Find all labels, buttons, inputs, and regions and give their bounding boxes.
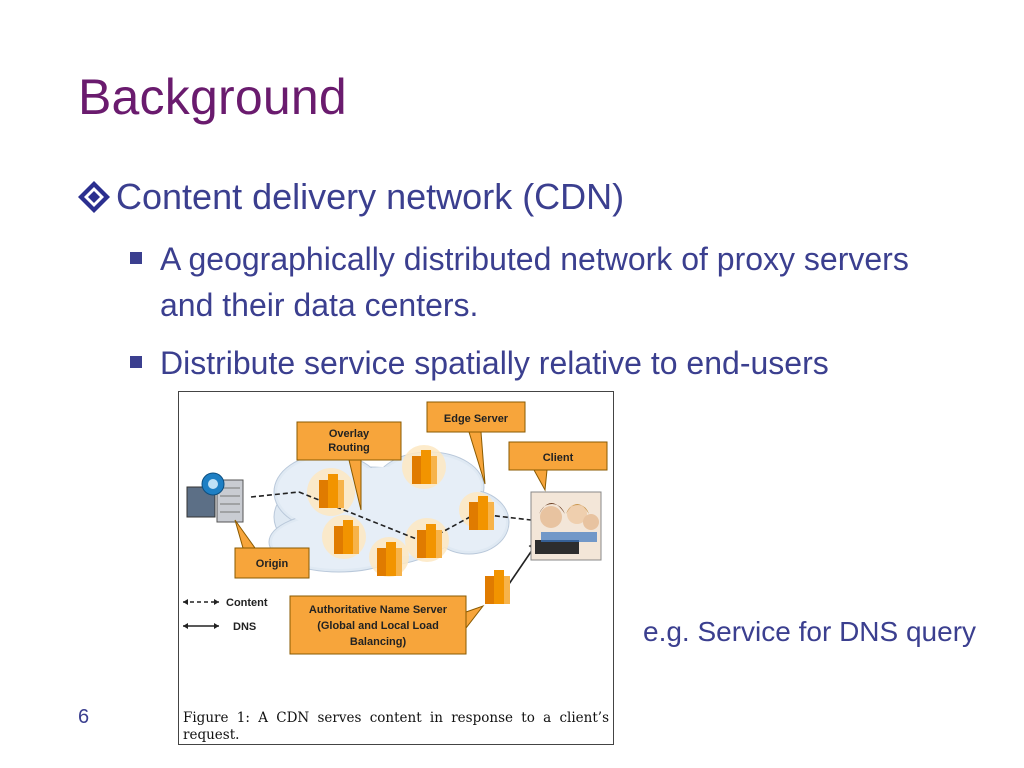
square-bullet-icon: [130, 356, 142, 368]
callout-authoritative-name-server: Authoritative Name Server (Global and Lo…: [289, 595, 485, 655]
bullet-level2-1: A geographically distributed network of …: [130, 236, 920, 328]
legend-dns-label: DNS: [233, 621, 256, 633]
callout-text: Client: [543, 452, 574, 464]
bullet-level1-text: Content delivery network (CDN): [116, 176, 625, 217]
diamond-bullet-icon: [76, 179, 112, 215]
bullet-level1: Content delivery network (CDN): [76, 176, 624, 218]
callout-text: Authoritative Name Server: [309, 604, 448, 616]
callout-text: Balancing): [350, 636, 407, 648]
cdn-figure: Overlay Routing Edge Server Client Origi…: [178, 391, 614, 745]
origin-server-icon: [186, 472, 244, 523]
bullet-level2-2: Distribute service spatially relative to…: [130, 340, 950, 386]
callout-text: Overlay: [329, 428, 370, 440]
callout-text: (Global and Local Load: [317, 620, 439, 632]
callout-text: Edge Server: [444, 413, 509, 425]
bullet-level2-text: A geographically distributed network of …: [160, 241, 909, 323]
callout-text: Origin: [256, 558, 289, 570]
edge-servers: [319, 450, 510, 604]
slide-title: Background: [78, 69, 347, 125]
example-note: e.g. Service for DNS query: [643, 616, 977, 647]
callout-origin: Origin: [234, 519, 310, 579]
page-number: 6: [78, 706, 90, 728]
callout-overlay-routing: Overlay Routing: [296, 421, 402, 511]
cdn-diagram: Overlay Routing Edge Server Client Origi…: [183, 401, 608, 655]
callout-client: Client: [508, 441, 608, 492]
callout-edge-server: Edge Server: [426, 401, 526, 485]
square-bullet-icon: [130, 252, 142, 264]
callout-text: Routing: [328, 442, 370, 454]
bullet-level2-text: Distribute service spatially relative to…: [160, 345, 829, 381]
legend: Content DNS: [183, 597, 268, 633]
figure-caption: Figure 1: A CDN serves content in respon…: [183, 710, 609, 743]
legend-content-label: Content: [226, 597, 268, 609]
client-photo: [530, 491, 602, 561]
